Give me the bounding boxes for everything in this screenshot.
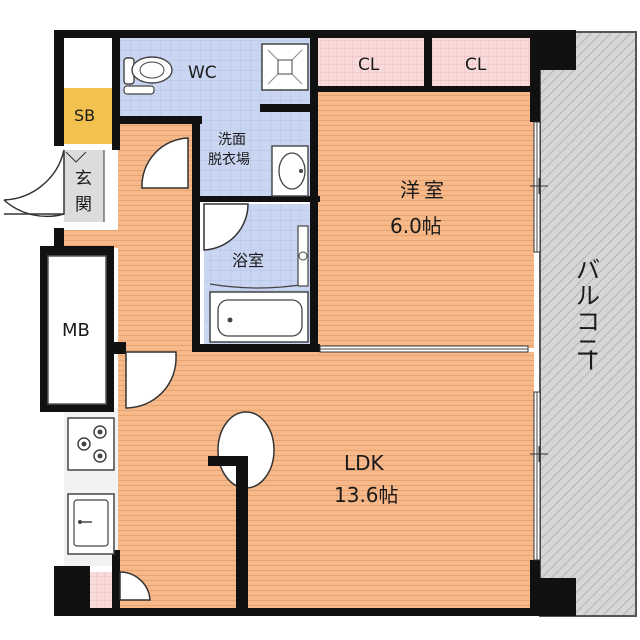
bathtub-icon — [209, 225, 309, 343]
mb-label: MB — [62, 320, 90, 341]
wc-label: WC — [188, 63, 217, 83]
kitchen-sink-icon — [67, 493, 115, 555]
yokushitsu-label: 浴室 — [232, 251, 264, 270]
genkan-label-1: 玄 — [75, 169, 92, 189]
entry-door — [3, 149, 65, 218]
balcony-char: ル — [576, 282, 600, 310]
balcony-char: バ — [576, 256, 600, 284]
washer-space-icon — [261, 43, 309, 91]
windows — [319, 121, 548, 561]
ldk-floor — [118, 352, 534, 614]
closet-1-floor — [318, 36, 424, 88]
wash-basin-icon — [271, 145, 309, 197]
doors — [119, 137, 249, 601]
balcony — [539, 31, 637, 617]
closet-2-floor — [430, 36, 534, 88]
yoshitsu-label: 洋室 — [400, 178, 448, 202]
balcony-label: バ ル コ ニ ー — [576, 256, 604, 372]
ldk-size: 13.6帖 — [334, 483, 399, 507]
senmen-label-1: 洗面 — [218, 132, 246, 148]
balcony-char: ー — [576, 348, 604, 372]
sb-floor — [64, 88, 112, 144]
balcony-char: ニ — [576, 334, 600, 362]
sb-label: SB — [74, 106, 95, 125]
closet-1-label: CL — [358, 55, 380, 75]
kitchen-stove-icon — [67, 417, 115, 471]
mb-cabinet — [40, 246, 114, 412]
genkan-label-2: 関 — [75, 195, 92, 215]
yoshitsu-floor — [316, 90, 534, 348]
corner-tile — [88, 572, 116, 612]
toilet-icon — [123, 56, 173, 95]
walls — [54, 30, 576, 616]
senmen-label-2: 脱衣場 — [208, 152, 250, 168]
closet-2-label: CL — [465, 55, 487, 75]
balcony-char: コ — [576, 308, 600, 336]
genkan-landing — [64, 230, 120, 248]
genkan-floor — [64, 150, 104, 222]
ldk-label: LDK — [344, 451, 385, 475]
yoshitsu-size: 6.0帖 — [390, 214, 442, 238]
